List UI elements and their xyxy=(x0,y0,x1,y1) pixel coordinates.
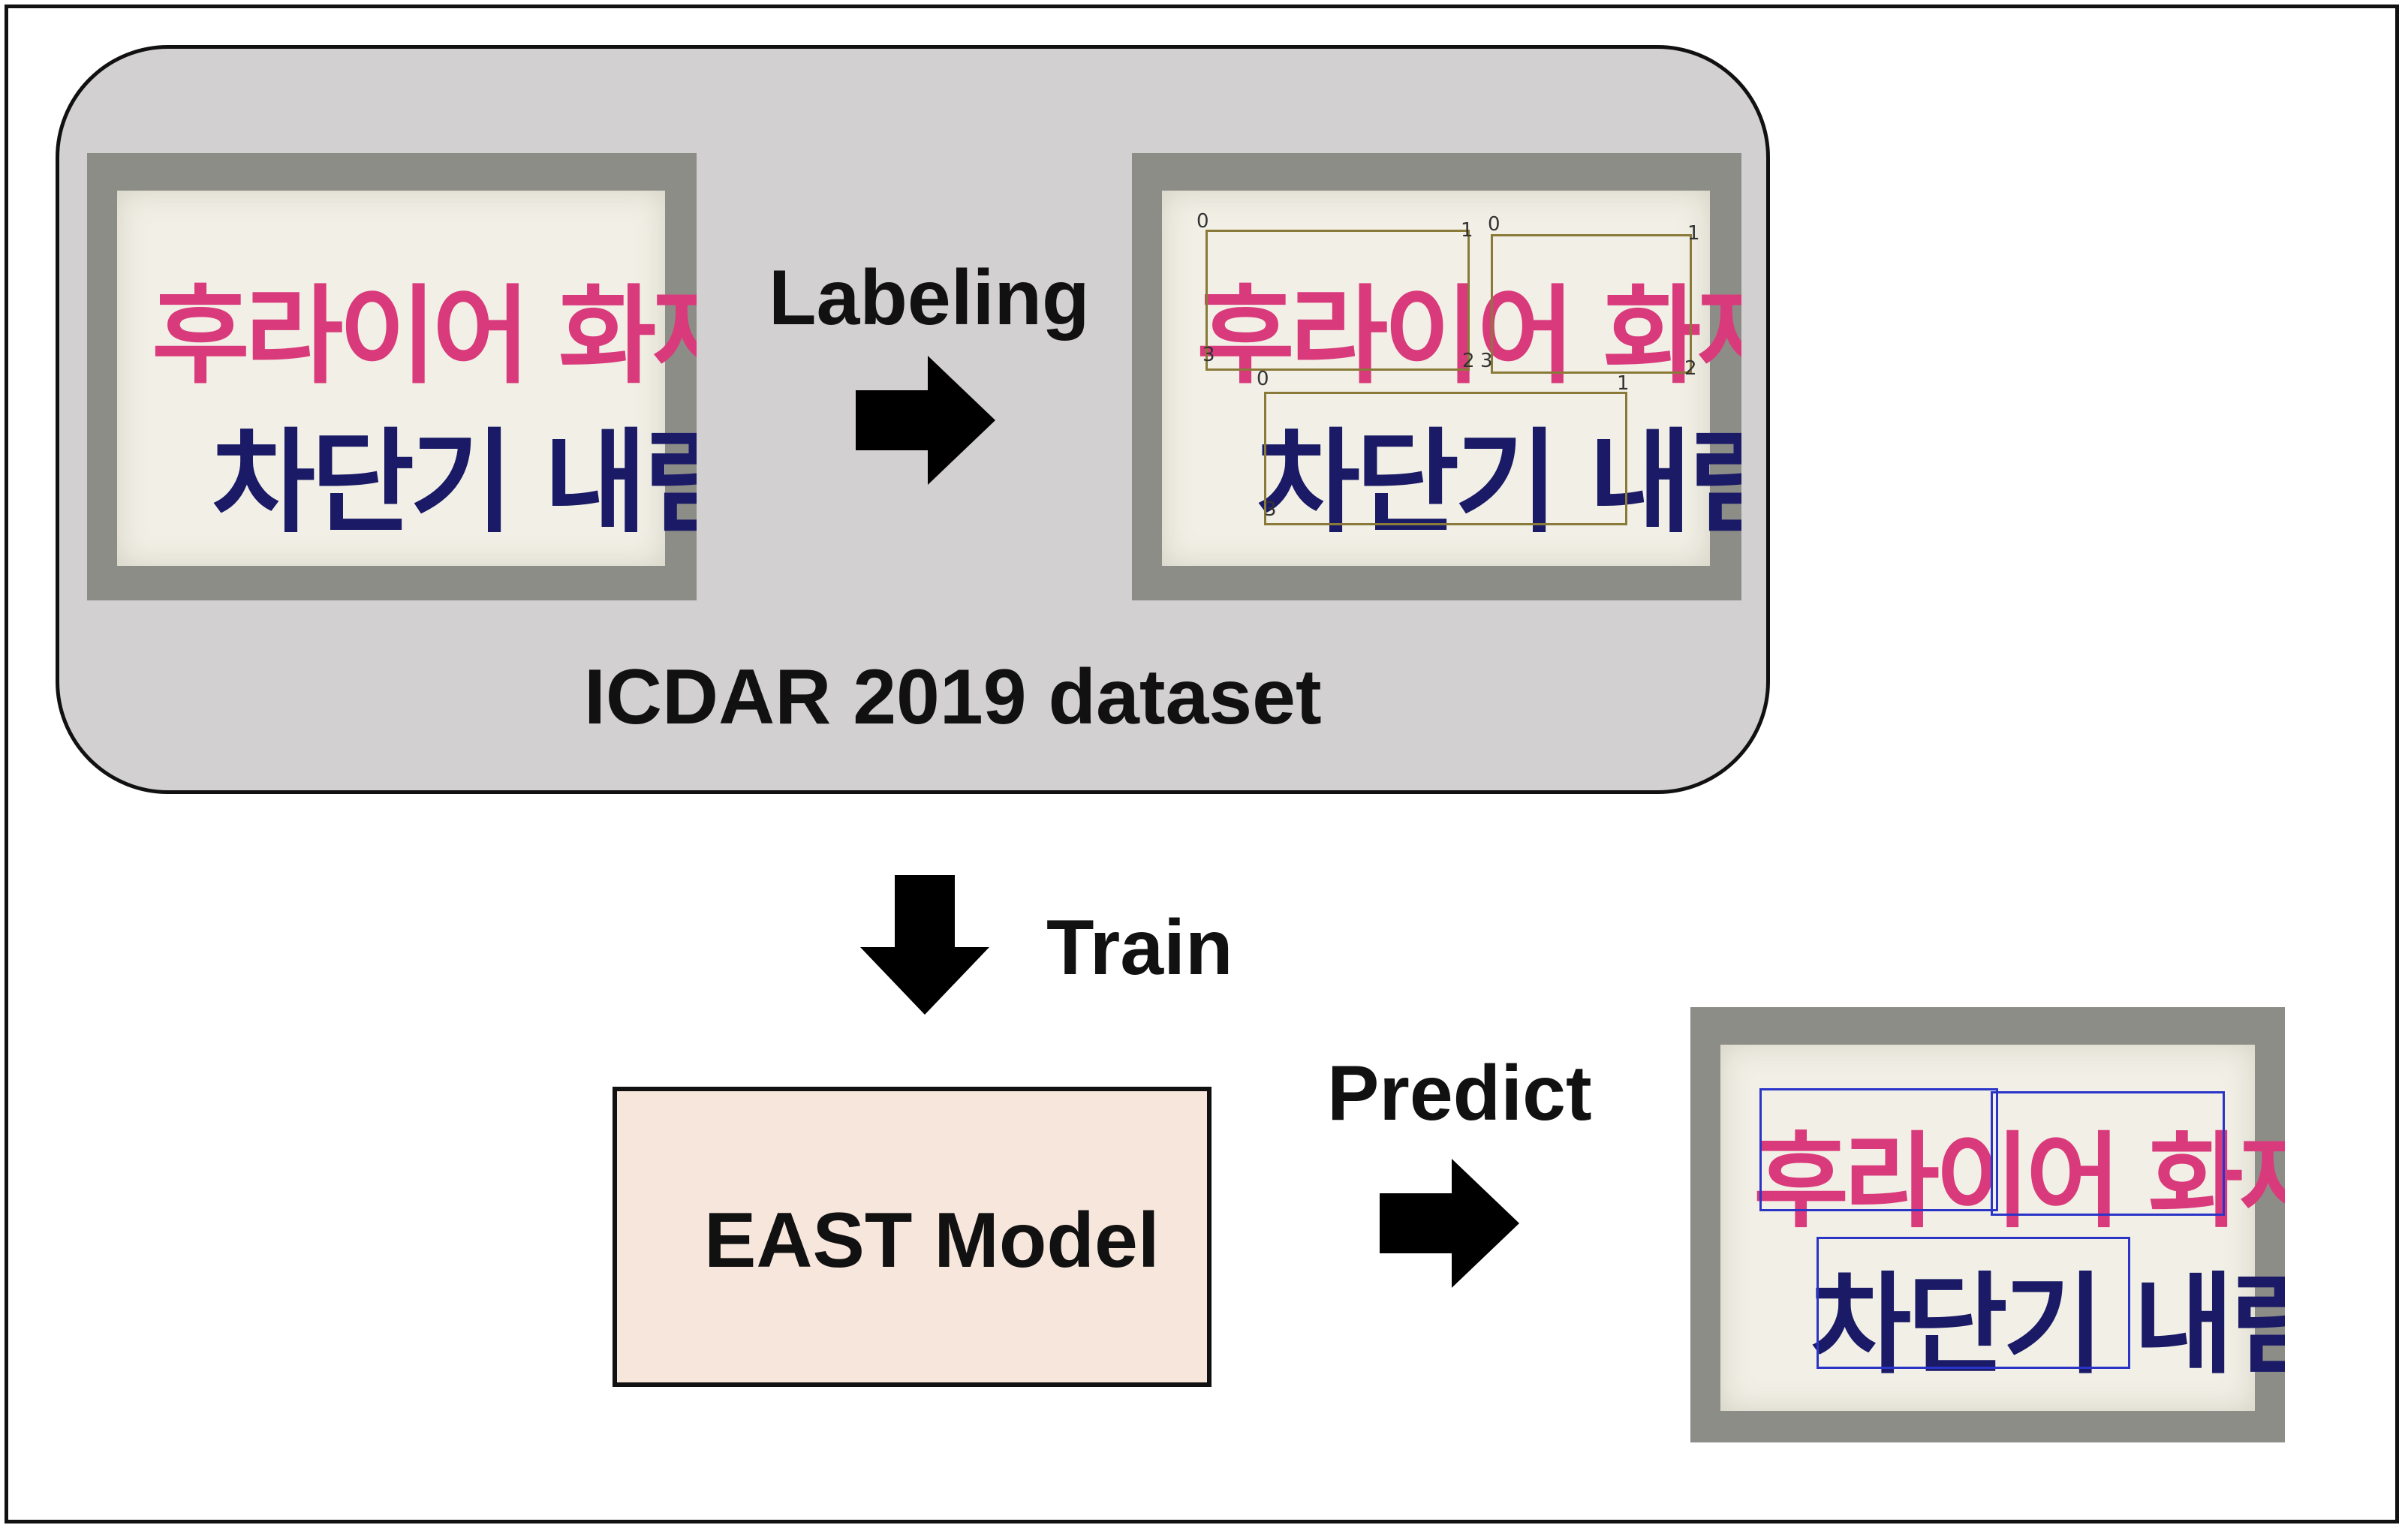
label-box-word1 xyxy=(1206,230,1470,371)
corner-index: 3 xyxy=(1480,350,1493,372)
sign-line-2: 차단기 내림 xyxy=(1257,418,1741,549)
corner-index: 3 xyxy=(1264,498,1277,521)
train-label: Train xyxy=(1046,904,1233,991)
dataset-label: ICDAR 2019 dataset xyxy=(584,654,1322,741)
prediction-box-word1 xyxy=(1759,1088,1998,1211)
predict-label: Predict xyxy=(1327,1050,1592,1137)
corner-index: 3 xyxy=(1202,344,1215,366)
corner-index: 0 xyxy=(1257,368,1269,390)
corner-index: 1 xyxy=(1687,222,1700,245)
labeling-arrow-icon xyxy=(856,356,995,485)
sign-line-1: 후라이어 화재시 xyxy=(1753,1121,2285,1242)
label-box-line2 xyxy=(1264,392,1627,525)
corner-index: 2 xyxy=(1462,350,1475,372)
corner-index: 2 xyxy=(1684,357,1697,380)
corner-index: 0 xyxy=(1488,213,1500,236)
predicted-image: 후라이어 화재시 차단기 내림 xyxy=(1690,1007,2285,1442)
sign-card xyxy=(1720,1045,2255,1411)
sign-card xyxy=(1162,191,1710,566)
predict-arrow-icon xyxy=(1380,1159,1519,1288)
label-box-word2 xyxy=(1491,234,1692,374)
prediction-box-line2 xyxy=(1817,1237,2130,1369)
labeling-label: Labeling xyxy=(769,254,1090,341)
labeled-image: 후라이어 화재시 차단기 내림 0 1 2 3 0 1 2 3 0 1 3 xyxy=(1132,153,1741,600)
train-arrow-icon xyxy=(860,875,989,1015)
figure-frame xyxy=(5,5,2399,1523)
sign-line-2: 차단기 내림 xyxy=(212,418,697,549)
sign-card xyxy=(117,191,665,566)
corner-index: 0 xyxy=(1196,210,1209,233)
sign-line-1: 후라이어 화재시 xyxy=(152,275,697,399)
original-image: 후라이어 화재시 차단기 내림 xyxy=(87,153,697,600)
corner-index: 1 xyxy=(1617,372,1630,395)
sign-line-1: 후라이어 화재시 xyxy=(1196,275,1741,399)
corner-index: 1 xyxy=(1461,219,1473,242)
model-box xyxy=(613,1087,1212,1387)
model-label: EAST Model xyxy=(704,1197,1160,1284)
prediction-box-word2 xyxy=(1991,1091,2225,1216)
